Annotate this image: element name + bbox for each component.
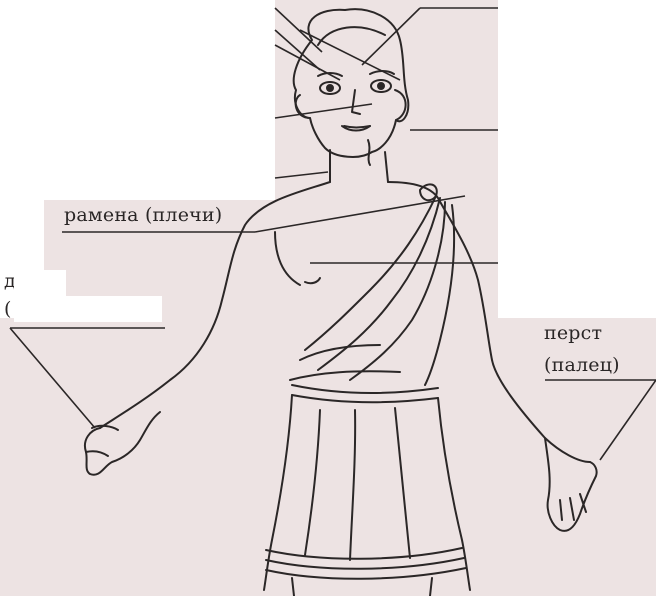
answer-mask-bottom [14, 296, 162, 322]
label-shoulders: рамена (плечи) [64, 206, 222, 225]
label-finger-line1: перст [544, 324, 602, 343]
label-finger-line2: (палец) [544, 356, 620, 375]
